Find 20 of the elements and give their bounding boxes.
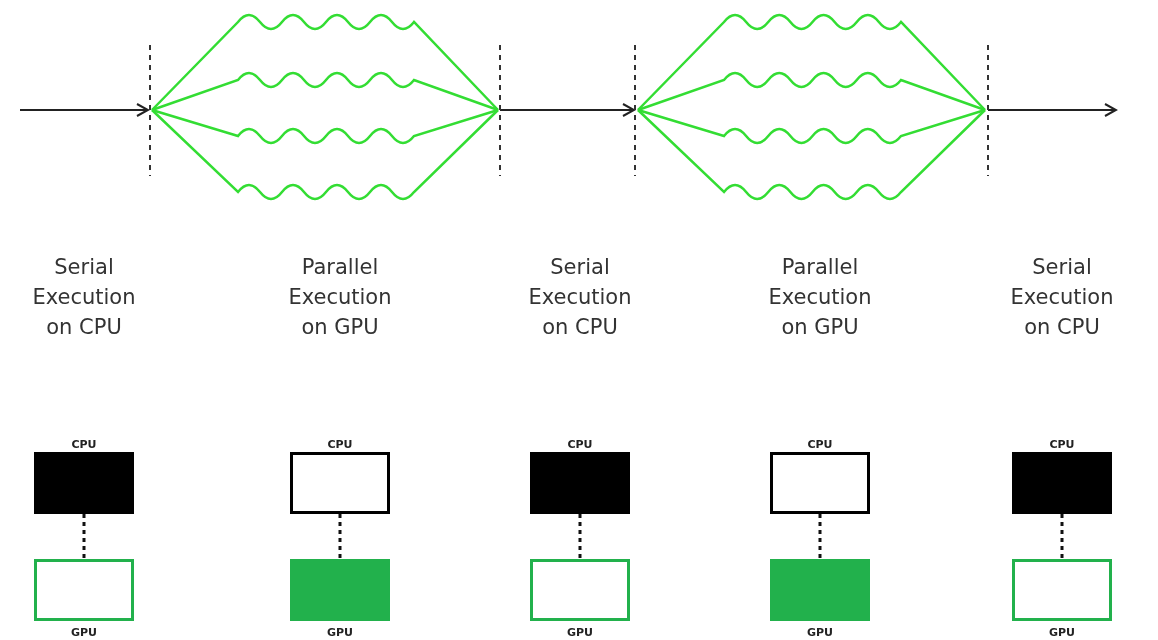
stage-caption: Serial Execution on CPU [32, 254, 136, 341]
gpu-heading: GPU [1049, 626, 1075, 640]
dotted-connector [818, 514, 822, 559]
stage-caption: Serial Execution on CPU [1010, 254, 1114, 341]
gpu-heading: GPU [567, 626, 593, 640]
gpu-heading: GPU [807, 626, 833, 640]
stage-caption: Parallel Execution on GPU [768, 254, 872, 341]
gpu-heading: GPU [327, 626, 353, 640]
dotted-connector [82, 514, 86, 559]
gpu-heading: GPU [71, 626, 97, 640]
cpu-heading: CPU [1049, 438, 1075, 452]
cpu-heading: CPU [327, 438, 353, 452]
dotted-connector [1060, 514, 1064, 559]
stage-caption: Parallel Execution on GPU [288, 254, 392, 341]
dotted-connector [338, 514, 342, 559]
stage-caption: Serial Execution on CPU [528, 254, 632, 341]
dotted-connector [578, 514, 582, 559]
cpu-heading: CPU [567, 438, 593, 452]
cpu-heading: CPU [807, 438, 833, 452]
cpu-heading: CPU [71, 438, 97, 452]
